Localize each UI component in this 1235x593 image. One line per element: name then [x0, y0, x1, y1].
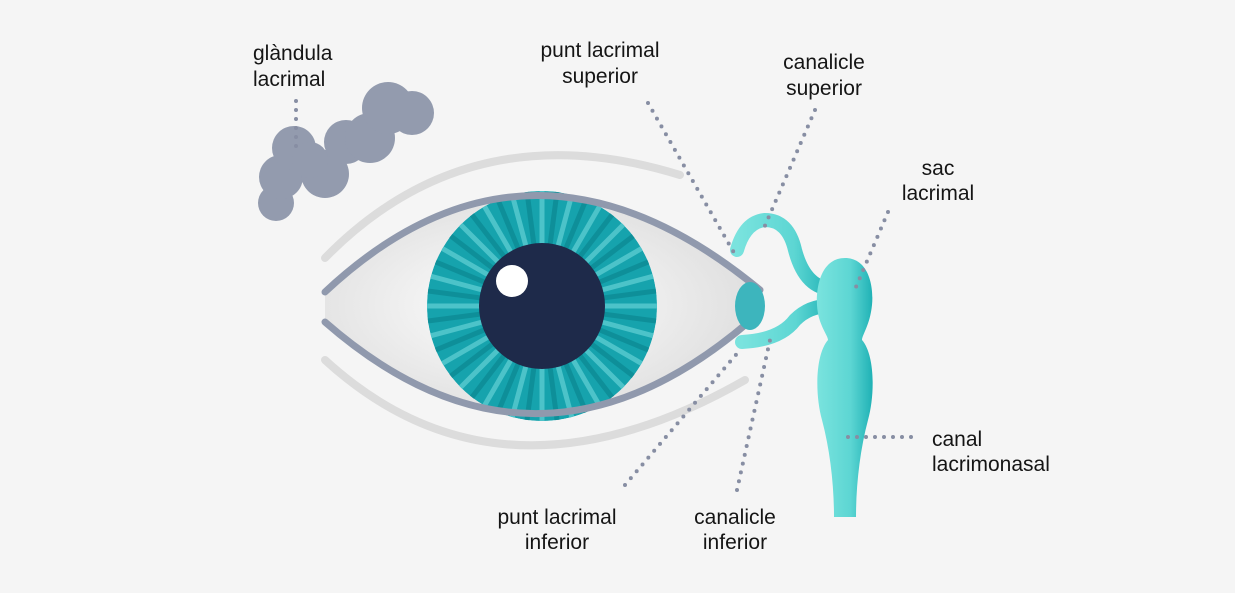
upper-canaliculus	[730, 212, 839, 296]
iris-stripe	[596, 287, 657, 302]
lower-skin-fold	[321, 356, 749, 450]
iris-stripe	[479, 200, 517, 260]
label-lower-canaliculus-2: inferior	[703, 531, 767, 554]
iris-stripe	[584, 230, 639, 275]
iris-stripe	[466, 209, 511, 264]
iris-stripe	[588, 243, 648, 281]
iris-stripe	[493, 194, 524, 257]
label-lower-canaliculus-1: canalicle	[694, 506, 776, 529]
iris-stripe	[479, 352, 517, 412]
iris-stripe	[579, 343, 629, 393]
iris-stripe	[445, 337, 500, 382]
iris-stripe	[455, 219, 505, 269]
label-upper-punctum-2: superior	[562, 65, 638, 88]
label-nasolacrimal-duct-1: canal	[932, 428, 982, 451]
lacrimal-gland	[258, 82, 434, 221]
iris-stripe	[430, 257, 493, 288]
pupil	[479, 243, 605, 369]
iris-stripe	[573, 209, 618, 264]
iris-stripe	[427, 287, 488, 302]
pupil-highlight	[496, 265, 528, 297]
iris-stripe	[466, 348, 511, 403]
label-upper-canaliculus-2: superior	[786, 77, 862, 100]
lacrimal-sac-and-duct	[816, 258, 873, 517]
iris-stripe	[591, 324, 654, 355]
label-lower-punctum-2: inferior	[525, 531, 589, 554]
iris-stripe	[445, 230, 500, 275]
iris	[427, 191, 657, 421]
iris-stripe	[567, 352, 605, 412]
iris-stripe	[584, 337, 639, 382]
upper-skin-fold	[321, 151, 684, 262]
label-upper-canaliculus-1: canalicle	[783, 51, 865, 74]
lower-eyelid	[321, 308, 764, 417]
label-lacrimal-gland-2: lacrimal	[253, 68, 325, 91]
iris-stripe	[588, 331, 648, 369]
iris-stripe	[427, 310, 488, 325]
iris-stripe	[427, 272, 490, 295]
label-upper-punctum-1: punt lacrimal	[540, 39, 659, 62]
iris-stripe	[508, 191, 531, 254]
iris-stripe	[427, 317, 490, 340]
iris-stripe	[430, 324, 493, 355]
iris-stripe	[567, 200, 605, 260]
iris-stripe	[493, 355, 524, 418]
label-nasolacrimal-duct-2: lacrimonasal	[932, 453, 1050, 476]
iris-stripe	[596, 310, 657, 325]
label-lower-punctum-1: punt lacrimal	[497, 506, 616, 529]
iris-stripe	[560, 194, 591, 257]
iris-stripe	[594, 317, 657, 340]
label-lacrimal-sac-1: sac	[922, 157, 955, 180]
leader-lines	[294, 99, 920, 492]
label-lacrimal-sac-2: lacrimal	[902, 182, 974, 205]
iris-stripe	[436, 331, 496, 369]
lacrimal-caruncle	[735, 282, 765, 330]
iris-stripe	[436, 243, 496, 281]
iris-stripe	[579, 219, 629, 269]
iris-stripe	[594, 272, 657, 295]
iris-stripe	[573, 348, 618, 403]
upper-eyelid	[321, 192, 764, 296]
iris-stripe	[591, 257, 654, 288]
label-lacrimal-gland-1: glàndula	[253, 42, 333, 65]
iris-stripe	[455, 343, 505, 393]
